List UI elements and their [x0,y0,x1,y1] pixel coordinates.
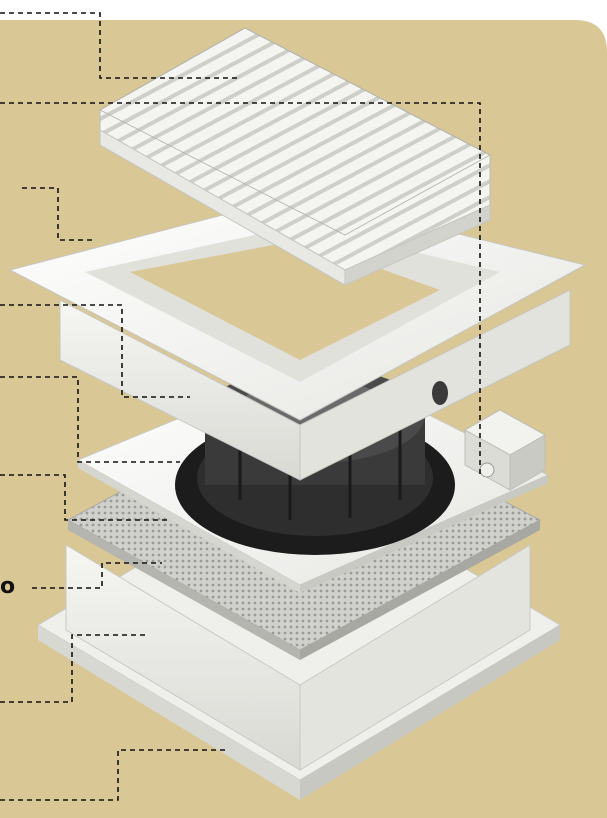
leader-line-9 [0,749,228,801]
leader-line-5 [0,376,180,463]
leader-line-8 [0,634,145,703]
square-frame [8,194,587,481]
leader-lines [0,12,481,801]
leader-line-4 [0,304,190,398]
leader-line-1 [0,12,240,79]
louvered-grille [99,27,491,286]
junction-box [463,409,547,491]
leader-line-7 [32,562,162,589]
cut-label-fragment: o [0,574,15,599]
leader-line-2 [0,102,481,478]
leader-line-3 [22,187,95,241]
